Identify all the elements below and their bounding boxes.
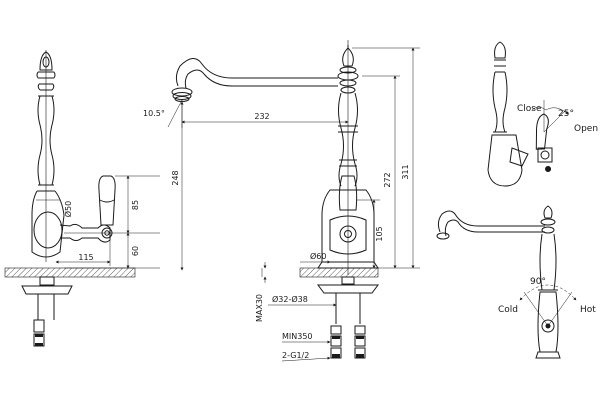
dim-232-label: 232 <box>254 112 269 121</box>
dim-max30-label: MAX30 <box>255 294 264 322</box>
dim-105-label: 105 <box>375 226 384 241</box>
dim-311-label: 311 <box>401 164 410 179</box>
rotation-cold-label: Cold <box>498 305 518 315</box>
dim-angle-label: 10.5° <box>143 109 165 118</box>
front-view-dimensions: 232 10.5° 248 272 311 105 Ø60 MAX30 Ø32-… <box>143 47 420 362</box>
dim-248-label: 248 <box>171 170 180 185</box>
lever-open-label: Open <box>574 124 598 134</box>
dim-85-label: 85 <box>131 200 140 210</box>
rotation-angle-label: 90° <box>530 277 546 287</box>
dim-dia32-38-label: Ø32-Ø38 <box>272 294 308 304</box>
dim-min350-label: MIN350 <box>282 332 313 341</box>
dim-115-label: 115 <box>78 253 93 262</box>
dim-dia50-label: Ø50 <box>63 201 73 217</box>
dim-dia60-label: Ø60 <box>310 251 326 261</box>
rotation-detail-view: 90° Cold Hot <box>436 205 596 359</box>
lever-angle-label: 25° <box>558 109 574 119</box>
rotation-hot-label: Hot <box>580 305 596 315</box>
dim-thread-label: 2-G1/2 <box>282 351 309 360</box>
dim-272-label: 272 <box>383 172 392 187</box>
lever-detail-view: Close 25° Open <box>487 41 598 187</box>
lever-close-label: Close <box>517 104 542 114</box>
front-view <box>171 40 379 359</box>
side-view <box>4 50 136 347</box>
side-view-dimensions: 85 60 115 Ø50 <box>36 175 160 269</box>
dim-60-label: 60 <box>131 246 140 256</box>
